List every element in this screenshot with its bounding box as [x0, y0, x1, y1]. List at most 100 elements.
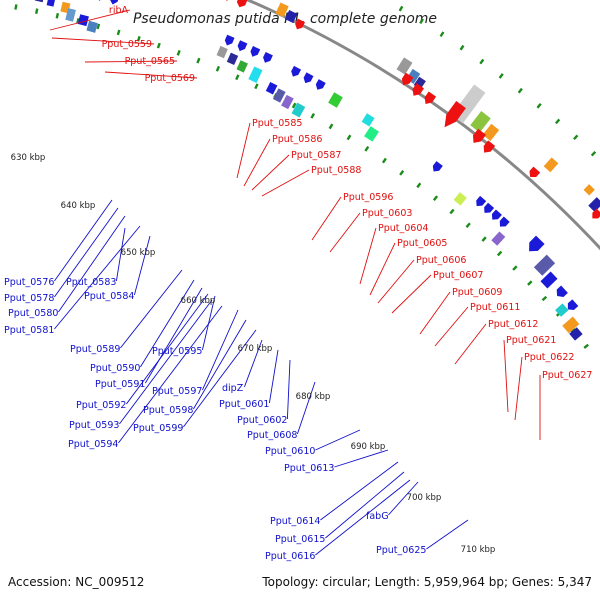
gene-label-fwd-13: Pput_0607 — [433, 270, 483, 281]
gene-label-fwd-14: Pput_0609 — [452, 287, 502, 298]
gene-label-rev-23: Pput_0615 — [275, 534, 325, 545]
gene-label-rev-14: Pput_0598 — [143, 405, 193, 416]
gene-arrow-77 — [476, 195, 487, 207]
gene-block-96 — [569, 327, 583, 341]
leader-rev-10 — [119, 299, 213, 425]
gene-block-95 — [562, 316, 580, 334]
kbp-label-1: 640 kbp — [61, 201, 96, 211]
leader-fwd-8 — [311, 196, 342, 241]
outer-tick — [536, 103, 542, 109]
gene-block-51 — [236, 60, 248, 73]
outer-tick — [498, 73, 504, 79]
inner-tick — [55, 12, 60, 19]
gene-block-94 — [555, 303, 569, 317]
kbp-label-3: 660 kbp — [181, 296, 216, 306]
leader-fwd-2 — [84, 60, 178, 63]
gene-arrow-68 — [424, 91, 437, 104]
gene-label-fwd-15: Pput_0611 — [470, 302, 520, 313]
leader-rev-26 — [426, 519, 469, 550]
leader-rev-18 — [286, 359, 291, 420]
outer-tick — [439, 31, 445, 38]
gene-label-rev-13: Pput_0597 — [152, 386, 202, 397]
outer-tick — [398, 5, 404, 12]
kbp-label-8: 710 kbp — [461, 545, 496, 555]
outer-tick — [419, 18, 424, 25]
leader-fwd-6 — [251, 154, 290, 191]
backbone-arc — [243, 0, 600, 251]
gene-arrow-85 — [592, 208, 600, 219]
gene-block-53 — [265, 81, 278, 95]
gene-arrow-80 — [499, 216, 510, 227]
leader-rev-6 — [120, 269, 183, 349]
gene-label-fwd-1: Pput_0559 — [102, 39, 152, 50]
gene-label-fwd-18: Pput_0622 — [524, 352, 574, 363]
outer-tick — [573, 134, 579, 141]
gene-label-rev-9: Pput_0592 — [76, 400, 126, 411]
gene-block-55 — [281, 94, 294, 110]
gene-arrow-48 — [263, 51, 273, 63]
leader-fwd-9 — [329, 212, 361, 253]
gene-arrow-92 — [556, 285, 568, 297]
outer-tick — [517, 87, 523, 94]
leader-rev-2 — [58, 215, 126, 313]
leader-rev-14 — [193, 319, 247, 410]
gene-arrow-79 — [491, 209, 502, 220]
gene-block-28 — [46, 0, 56, 7]
leader-rev-12 — [201, 295, 216, 351]
leader-rev-0 — [54, 199, 113, 282]
gene-block-52 — [248, 66, 263, 83]
gene-label-fwd-17: Pput_0621 — [506, 335, 556, 346]
leader-fwd-14 — [419, 291, 451, 335]
gene-arrow-44 — [295, 18, 306, 30]
leader-rev-21 — [334, 449, 389, 468]
gene-label-rev-22: Pput_0614 — [270, 516, 320, 527]
outer-tick — [479, 58, 485, 65]
outer-tick — [554, 118, 561, 125]
gene-arrow-73 — [472, 128, 487, 143]
gene-label-fwd-3: Pput_0569 — [145, 73, 195, 84]
inner-tick — [328, 123, 334, 130]
leader-fwd-10 — [359, 227, 377, 285]
gene-block-61 — [364, 126, 379, 142]
gene-arrow-45 — [224, 34, 235, 46]
gene-block-42 — [275, 2, 289, 18]
gene-label-rev-11: Pput_0594 — [68, 439, 118, 450]
gene-label-rev-21: Pput_0613 — [284, 463, 334, 474]
gene-arrow-89 — [529, 235, 545, 252]
gene-arrow-78 — [484, 202, 495, 213]
gene-block-31 — [77, 14, 89, 27]
gene-block-49 — [216, 45, 228, 59]
gene-label-rev-4: Pput_0583 — [66, 277, 116, 288]
inner-tick — [364, 145, 370, 152]
gene-block-81 — [491, 231, 506, 246]
leader-rev-19 — [296, 381, 316, 435]
kbp-label-5: 680 kbp — [296, 392, 331, 402]
inner-tick — [541, 295, 548, 302]
gene-arrow-67 — [412, 83, 424, 96]
gene-block-63 — [396, 57, 413, 75]
gene-label-rev-18: Pput_0602 — [237, 415, 287, 426]
gene-label-rev-24: Pput_0616 — [265, 551, 315, 562]
inner-tick — [496, 250, 503, 257]
gene-arrow-34 — [96, 0, 106, 1]
leader-fwd-13 — [391, 274, 432, 314]
gene-label-rev-0: Pput_0576 — [4, 277, 54, 288]
topology-text: Topology: circular; Length: 5,959,964 bp… — [261, 575, 592, 589]
accession-text: Accession: NC_009512 — [8, 575, 144, 589]
gene-arrow-58 — [303, 72, 314, 84]
gene-arrow-66 — [401, 72, 414, 86]
leader-rev-1 — [54, 207, 119, 298]
inner-tick — [254, 83, 259, 90]
leader-fwd-0 — [49, 9, 131, 31]
inner-tick — [399, 169, 405, 176]
gene-block-70 — [470, 111, 491, 133]
inner-tick — [527, 280, 533, 286]
gene-label-fwd-7: Pput_0588 — [311, 165, 361, 176]
gene-label-fwd-0: ribA — [109, 5, 129, 16]
gene-label-rev-7: Pput_0590 — [90, 363, 140, 374]
gene-block-62 — [361, 113, 375, 127]
kbp-label-4: 670 kbp — [238, 344, 273, 354]
inner-tick — [235, 74, 240, 81]
gene-label-fwd-12: Pput_0606 — [416, 255, 466, 266]
